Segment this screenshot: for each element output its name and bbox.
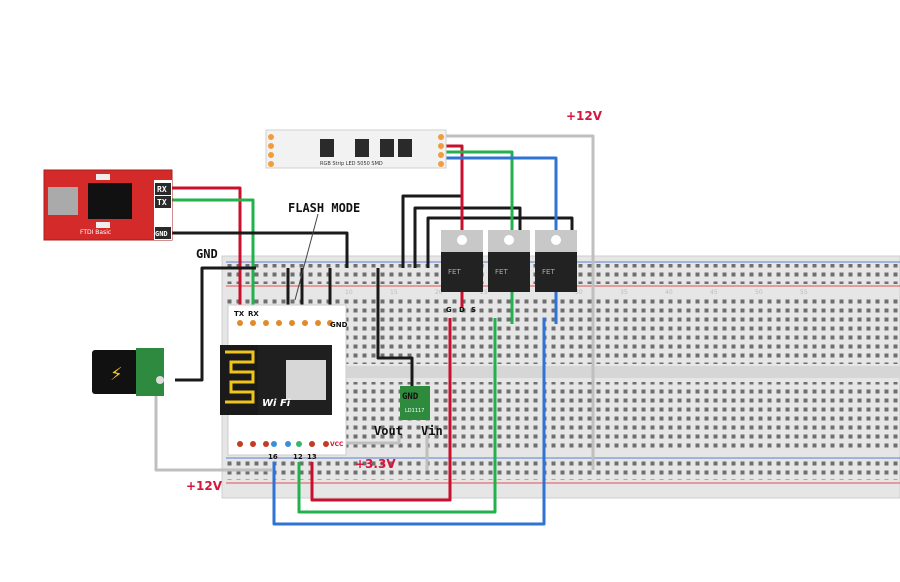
flash-mode-pointer [294, 213, 319, 301]
strip-name: RGB Strip LED 5050 SMD [320, 161, 383, 167]
drain-label: D [459, 306, 465, 314]
smd-led-1 [320, 139, 334, 157]
lightning-icon: ⚡ [110, 364, 123, 385]
mosfet-1-label: FET [448, 268, 461, 276]
label-flash-mode: FLASH MODE [288, 201, 360, 215]
wire-fet3-src [426, 216, 574, 268]
ftdi-tx-label: TX [157, 198, 167, 207]
wire-ftdi-tx [170, 198, 255, 318]
wire-fet2-src [413, 206, 522, 268]
label-vin: Vin [421, 424, 443, 438]
mosfet-1: FET [441, 230, 483, 292]
bb-num-40: 40 [665, 289, 673, 296]
wire-gnd-jack [175, 266, 256, 382]
esp-rx-label: RX [248, 310, 259, 318]
mosfet-2-label: FET [495, 268, 508, 276]
bb-num-35: 35 [620, 289, 628, 296]
smd-led-4 [398, 139, 412, 157]
wire-12v-strip [445, 134, 595, 470]
label-12v-left: +12V [186, 479, 223, 493]
smd-led-2 [355, 139, 369, 157]
ftdi-name: FTDI Basic [80, 229, 111, 236]
esp-gnd-label: GND [330, 321, 348, 329]
mosfet-3-label: FET [542, 268, 555, 276]
bb-num-50: 50 [755, 289, 763, 296]
led-strip: RGB Strip LED 5050 SMD [265, 129, 447, 169]
gate-label: G [446, 306, 452, 314]
bb-num-15: 15 [390, 289, 398, 296]
wire-gnd-reg [376, 268, 414, 392]
mosfets: FET FET FET G D S [441, 230, 577, 314]
wire-gate-b [272, 318, 546, 526]
wire-ftdi-gnd [170, 231, 349, 268]
reg-gnd-label: GND [402, 392, 419, 402]
bb-num-10: 10 [345, 289, 353, 296]
label-vout: Vout [374, 424, 403, 438]
mosfet-2: FET [488, 230, 530, 292]
esp-vcc-label: VCC [330, 441, 344, 448]
ftdi-gnd-label: GND [155, 230, 168, 238]
wire-gate-r [310, 318, 452, 502]
esp-pin16-label: 16 [268, 453, 278, 461]
rail-bottom-holes [226, 460, 900, 480]
esp-pin12-label: 12 [293, 453, 303, 461]
reg-part-label: LD1117 [405, 408, 424, 414]
ftdi-chip [88, 183, 132, 219]
label-12v-top: +12V [566, 109, 603, 123]
esp-logo: Wi Fi [262, 398, 291, 409]
wire-vout [345, 430, 401, 445]
wire-ftdi-rx [170, 186, 242, 318]
bb-num-45: 45 [710, 289, 718, 296]
label-3v3: +3.3V [355, 457, 396, 471]
ftdi-board: FTDI Basic RX TX GND [43, 169, 173, 241]
esp-chip [286, 360, 326, 400]
dc-power-jack: ⚡ [92, 348, 164, 396]
bb-num-55: 55 [800, 289, 808, 296]
esp8266-module: Wi Fi TX RX GND VCC 16 12 13 [220, 304, 348, 461]
usb-connector [48, 187, 78, 215]
center-channel [222, 366, 900, 378]
bb-num-30: 30 [575, 289, 583, 296]
wires [154, 134, 595, 526]
wire-gate-g [297, 318, 497, 514]
ftdi-rx-label: RX [157, 185, 167, 194]
bb-num-20: 20 [435, 289, 443, 296]
bb-num-25: 25 [480, 289, 488, 296]
label-gnd: GND [196, 247, 218, 261]
mosfet-3: FET [535, 230, 577, 292]
esp-tx-label: TX [234, 310, 245, 318]
source-label: S [471, 306, 476, 314]
esp-pin13-label: 13 [307, 453, 317, 461]
voltage-regulator: GND LD1117 [400, 386, 430, 420]
smd-led-3 [380, 139, 394, 157]
